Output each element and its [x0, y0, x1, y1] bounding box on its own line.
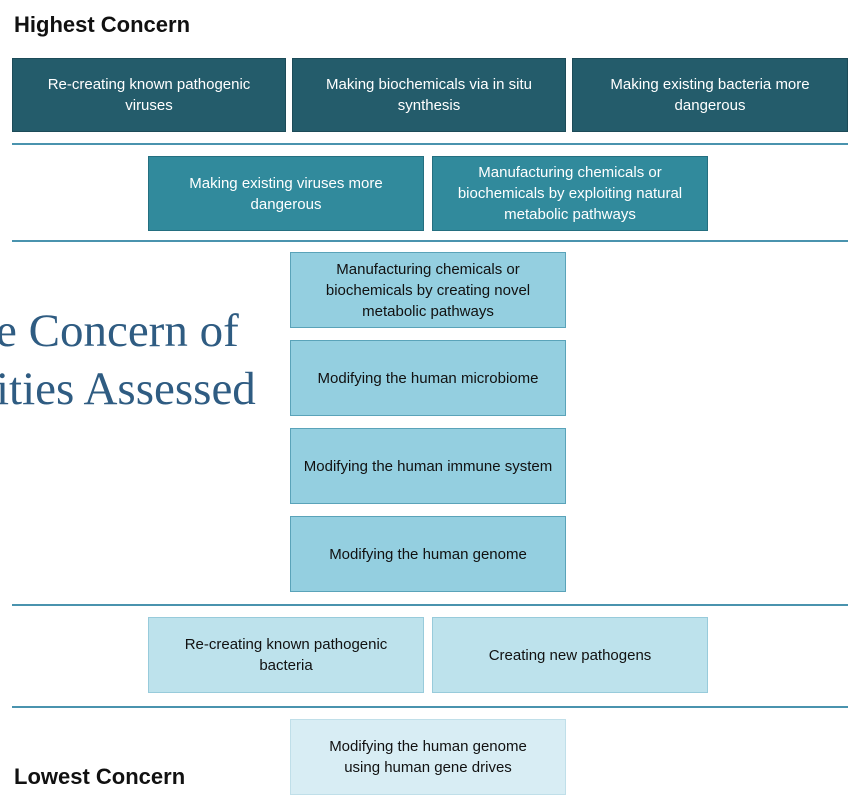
lowest-concern-label: Lowest Concern [14, 764, 186, 789]
tier4-box-pathogenic-bacteria: Re-creating known pathogenic bacteria [148, 617, 424, 693]
tier-divider [12, 143, 848, 145]
background-slide-title: e Concern of ities Assessed [0, 302, 256, 418]
background-title-line-2: ities Assessed [0, 363, 256, 415]
highest-concern-label: Highest Concern [14, 12, 191, 37]
tier-divider [12, 240, 848, 242]
tier3-box-human-genome: Modifying the human genome [290, 516, 566, 592]
tier1-box-recreating-viruses: Re-creating known pathogenic viruses [12, 58, 286, 132]
tier3-box-microbiome: Modifying the human microbiome [290, 340, 566, 416]
tier-divider [12, 604, 848, 606]
tier4-box-new-pathogens: Creating new pathogens [432, 617, 708, 693]
tier5-box-gene-drives: Modifying the human genome using human g… [290, 719, 566, 795]
tier3-box-immune-system: Modifying the human immune system [290, 428, 566, 504]
background-title-line-1: e Concern of [0, 305, 239, 357]
tier2-box-natural-pathways: Manufacturing chemicals or biochemicals … [432, 156, 708, 231]
tier1-box-dangerous-bacteria: Making existing bacteria more dangerous [572, 58, 848, 132]
tier3-box-novel-pathways: Manufacturing chemicals or biochemicals … [290, 252, 566, 328]
tier-divider [12, 706, 848, 708]
tier2-box-dangerous-viruses: Making existing viruses more dangerous [148, 156, 424, 231]
tier1-box-in-situ-synthesis: Making biochemicals via in situ synthesi… [292, 58, 566, 132]
